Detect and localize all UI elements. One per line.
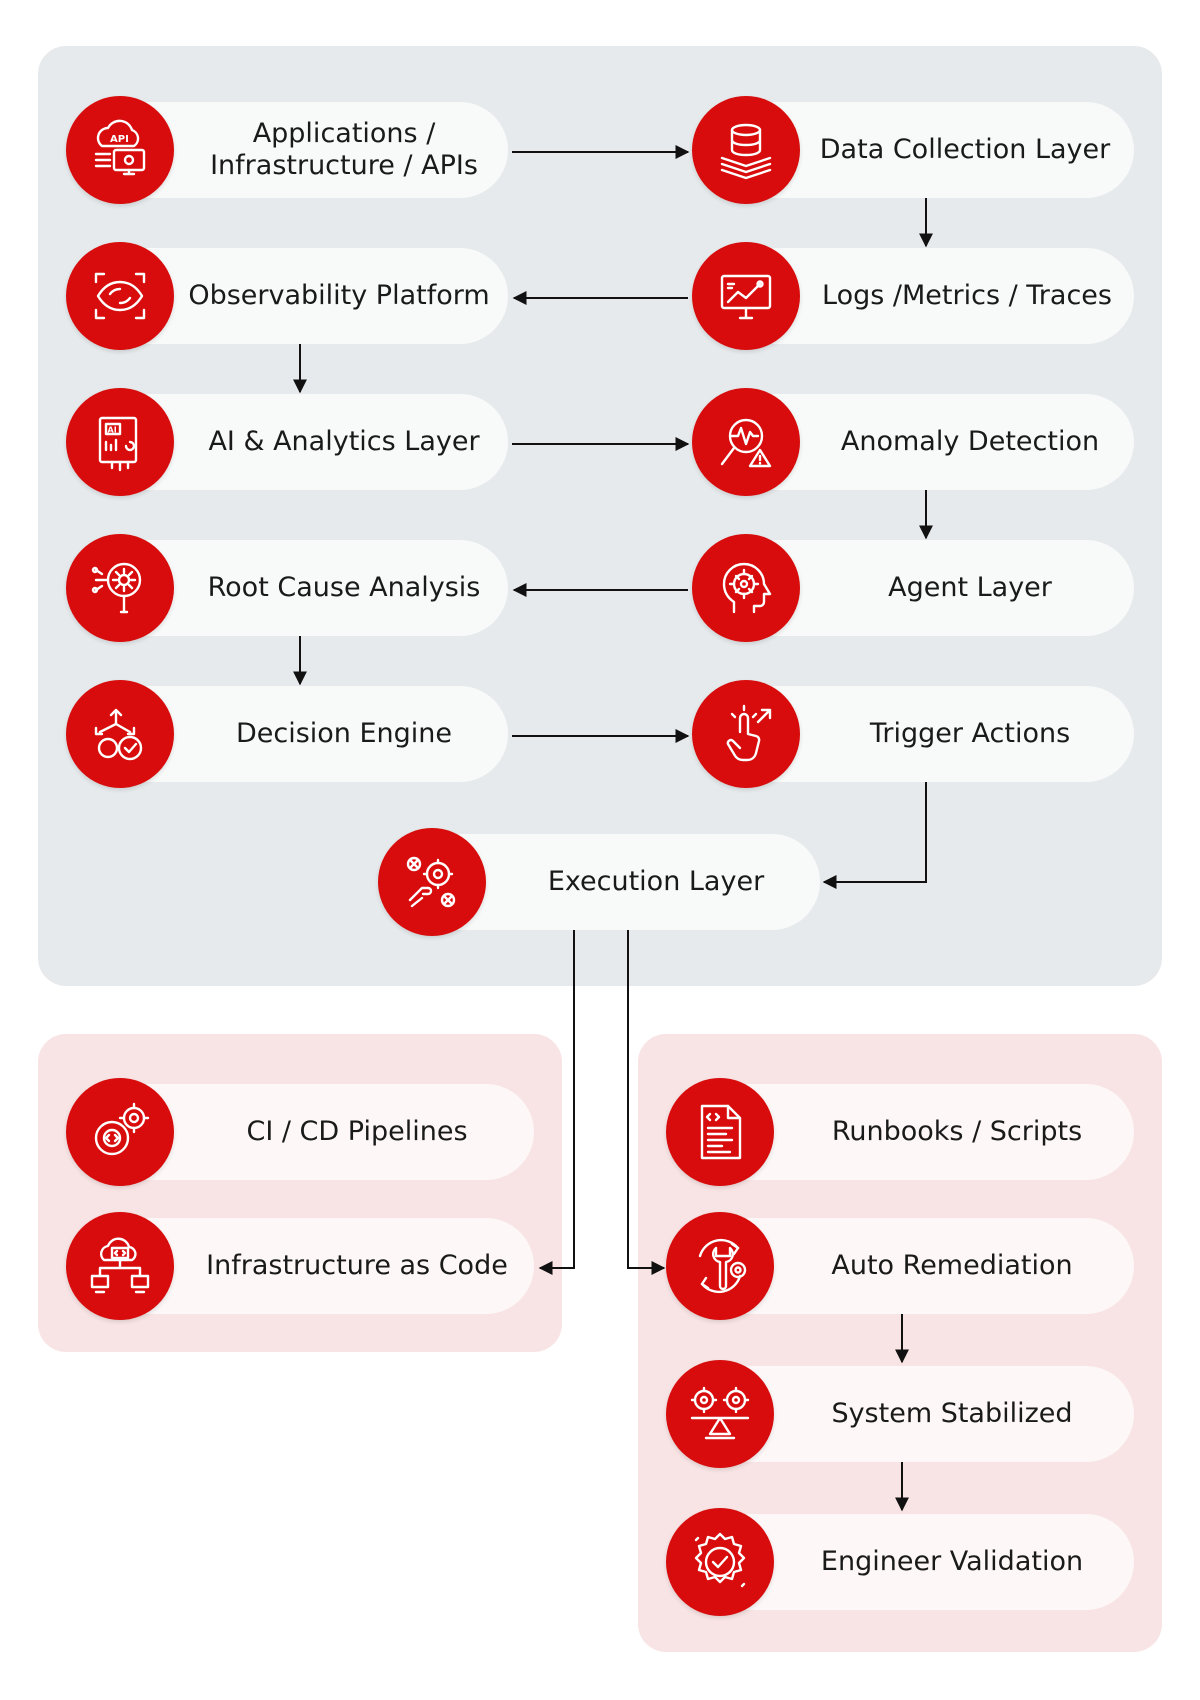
ai-report-icon: AI (66, 388, 174, 496)
cloud-network-icon (66, 1212, 174, 1320)
node-ai-analytics-label: AI & Analytics Layer (208, 426, 480, 458)
head-gear-icon (692, 534, 800, 642)
node-data-collection-label: Data Collection Layer (819, 134, 1111, 166)
node-decision-engine-label: Decision Engine (235, 718, 453, 750)
node-applications-label: Applications / Infrastructure / APIs (210, 118, 478, 181)
hand-tap-icon (692, 680, 800, 788)
svg-text:API: API (110, 134, 129, 145)
code-document-icon (666, 1078, 774, 1186)
node-runbooks-label: Runbooks / Scripts (831, 1116, 1083, 1148)
node-iac-label: Infrastructure as Code (206, 1250, 508, 1282)
node-auto-remediation-label: Auto Remediation (831, 1250, 1073, 1282)
balance-gears-icon (666, 1360, 774, 1468)
api-cloud-icon: API (66, 96, 174, 204)
hand-gears-icon (378, 828, 486, 936)
code-gears-icon (66, 1078, 174, 1186)
node-validation-label: Engineer Validation (820, 1546, 1084, 1578)
split-arrows-check-icon (66, 680, 174, 788)
node-execution-label: Execution Layer (547, 866, 765, 898)
svg-text:AI: AI (108, 426, 117, 435)
node-observability-label: Observability Platform (188, 280, 490, 312)
node-agent-layer-label: Agent Layer (888, 572, 1052, 604)
eye-scan-icon (66, 242, 174, 350)
node-stabilized-label: System Stabilized (831, 1398, 1073, 1430)
magnifier-alert-icon (692, 388, 800, 496)
wrench-cycle-icon (666, 1212, 774, 1320)
node-cicd-label: CI / CD Pipelines (246, 1116, 468, 1148)
node-logs-metrics-label: Logs /Metrics / Traces (822, 280, 1112, 312)
gear-magnifier-icon (66, 534, 174, 642)
monitor-chart-icon (692, 242, 800, 350)
badge-check-icon (666, 1508, 774, 1616)
database-stack-icon (692, 96, 800, 204)
node-root-cause-label: Root Cause Analysis (207, 572, 481, 604)
node-trigger-actions-label: Trigger Actions (869, 718, 1071, 750)
node-anomaly-label: Anomaly Detection (840, 426, 1100, 458)
core-pipeline-panel (38, 46, 1162, 986)
